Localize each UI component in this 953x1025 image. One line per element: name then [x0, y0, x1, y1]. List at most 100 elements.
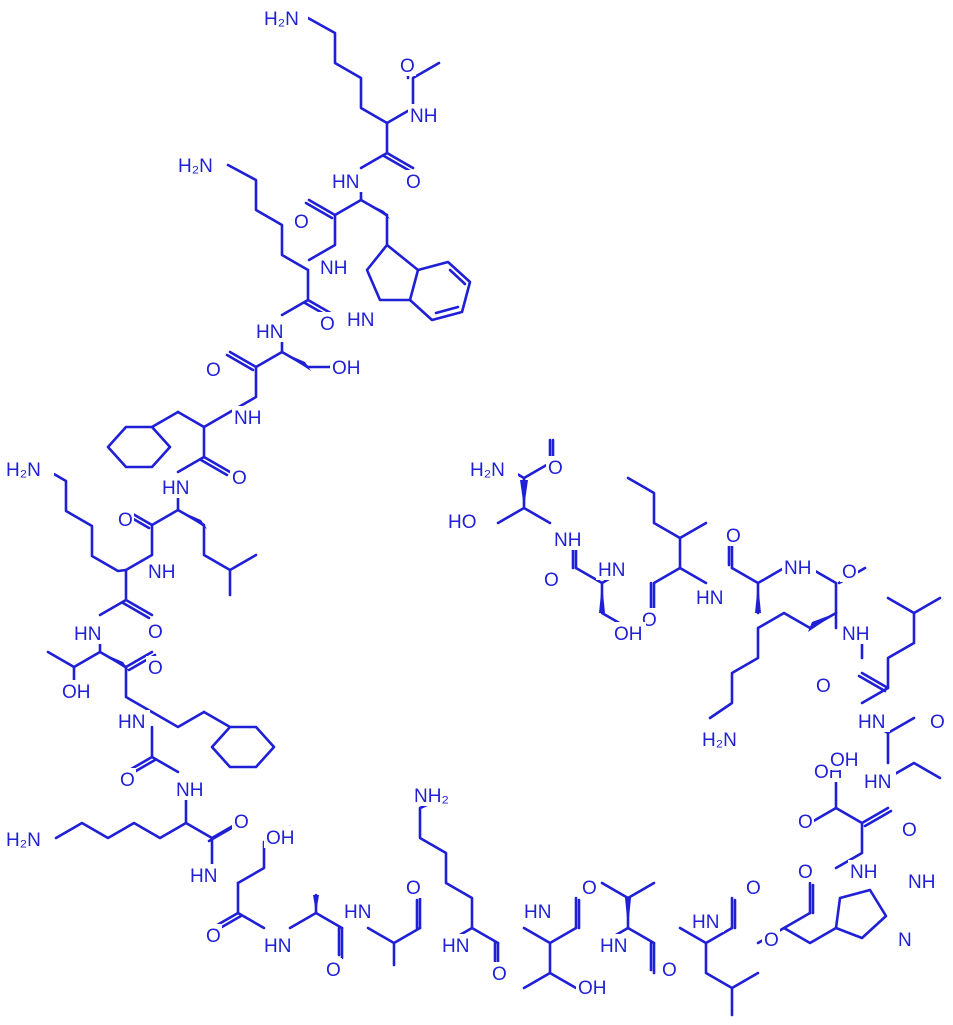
svg-text:O: O [746, 878, 761, 899]
svg-text:HN: HN [600, 936, 627, 957]
oxygen-label: O [546, 456, 564, 479]
svg-text:NH: NH [784, 558, 811, 579]
svg-text:O: O [326, 960, 341, 981]
svg-text:HN: HN [74, 624, 101, 645]
amine-label: H₂N [4, 456, 54, 481]
svg-text:HN: HN [344, 902, 371, 923]
svg-text:H₂N: H₂N [6, 460, 41, 481]
svg-text:O: O [764, 930, 779, 951]
oxygen-label: O [796, 860, 814, 883]
svg-text:O: O [294, 212, 309, 233]
amine-label: H₂N [176, 152, 226, 177]
svg-text:O: O [798, 812, 813, 833]
svg-text:O: O [232, 468, 247, 489]
svg-text:N: N [898, 930, 912, 951]
svg-text:HN: HN [347, 310, 374, 331]
indole-nh-label: HN [345, 308, 379, 331]
oxygen-label: O [580, 876, 598, 899]
amide-nh-label: NH [408, 104, 442, 127]
amide-nh-label: NH [146, 560, 180, 583]
svg-text:O: O [206, 360, 221, 381]
svg-text:HN: HN [442, 936, 469, 957]
amide-nh-label: HN [596, 558, 630, 581]
oxygen-label: O [204, 358, 222, 381]
oxygen-label: O [796, 810, 814, 833]
svg-text:HO: HO [448, 512, 477, 533]
svg-text:HN: HN [524, 902, 551, 923]
amine-label: NH₂ [412, 782, 462, 807]
svg-text:NH: NH [410, 106, 437, 127]
svg-text:O: O [148, 622, 163, 643]
amide-nh-label: HN [690, 910, 724, 933]
amide-nh-label: NH [848, 860, 882, 883]
svg-text:NH: NH [850, 862, 877, 883]
amide-nh-label: HN [862, 770, 896, 793]
amide-nh-label: HN [262, 934, 296, 957]
amide-nh-label: NH [552, 528, 586, 551]
svg-text:O: O [320, 314, 335, 335]
svg-text:O: O [148, 658, 163, 679]
svg-text:O: O [406, 878, 421, 899]
svg-text:O: O [544, 570, 559, 591]
svg-text:H₂N: H₂N [264, 9, 299, 30]
svg-text:H₂N: H₂N [702, 730, 737, 751]
oxygen-label: O [232, 810, 250, 833]
amine-label: H₂N [4, 826, 54, 851]
svg-text:O: O [400, 56, 415, 77]
svg-text:O: O [662, 960, 677, 981]
svg-text:O: O [492, 964, 507, 985]
svg-text:O: O [206, 926, 221, 947]
amide-nh-label: NH [232, 406, 266, 429]
oxygen-label: O [404, 170, 422, 193]
svg-text:O: O [930, 712, 945, 733]
amide-nh-label: HN [72, 622, 106, 645]
oxygen-label: O [814, 674, 832, 697]
svg-text:HN: HN [692, 912, 719, 933]
svg-text:OH: OH [614, 624, 643, 645]
svg-text:OH: OH [62, 682, 91, 703]
hydroxyl-label: OH [576, 976, 610, 999]
svg-text:HN: HN [598, 560, 625, 581]
svg-text:OH: OH [830, 750, 859, 771]
imidazole-n-label: N [896, 928, 914, 951]
oxygen-label: O [116, 508, 134, 531]
amide-nh-label: HN [440, 934, 474, 957]
atom-labels: H₂N O NH H₂N HN O O NH HN HN O O OH NH H… [4, 6, 946, 999]
oxygen-label: O [146, 620, 164, 643]
svg-text:O: O [816, 676, 831, 697]
oxygen-label: O [542, 568, 560, 591]
amine-label: H₂N [700, 726, 750, 751]
oxygen-label: O [724, 524, 742, 547]
imidazole-nh-label: NH [906, 870, 940, 893]
svg-text:NH: NH [176, 780, 203, 801]
svg-text:HN: HN [858, 712, 885, 733]
oxygen-label: O [118, 768, 136, 791]
svg-text:HN: HN [190, 866, 217, 887]
amide-nh-label: NH [782, 556, 816, 579]
oxygen-label: O [900, 818, 918, 841]
oxygen-label: O [928, 710, 946, 733]
svg-text:H₂N: H₂N [178, 156, 213, 177]
amide-nh-label: HN [522, 900, 556, 923]
hydroxyl-label: OH [612, 622, 646, 645]
svg-text:O: O [798, 862, 813, 883]
amide-nh-label: HN [116, 710, 150, 733]
svg-text:HN: HN [162, 478, 189, 499]
oxygen-label: O [762, 928, 780, 951]
svg-text:HN: HN [264, 936, 291, 957]
amide-nh-label: NH [174, 778, 208, 801]
hydroxyl-label: HO [446, 510, 480, 533]
amide-nh-label: HN [598, 934, 632, 957]
svg-text:OH: OH [332, 358, 361, 379]
svg-text:HN: HN [256, 322, 283, 343]
svg-text:O: O [406, 172, 421, 193]
hydroxyl-label: OH [330, 356, 364, 379]
svg-text:OH: OH [266, 828, 295, 849]
amide-nh-label: HN [330, 170, 364, 193]
oxygen-label: O [660, 958, 678, 981]
svg-text:HN: HN [696, 588, 723, 609]
svg-text:HN: HN [332, 172, 359, 193]
svg-text:O: O [548, 458, 563, 479]
